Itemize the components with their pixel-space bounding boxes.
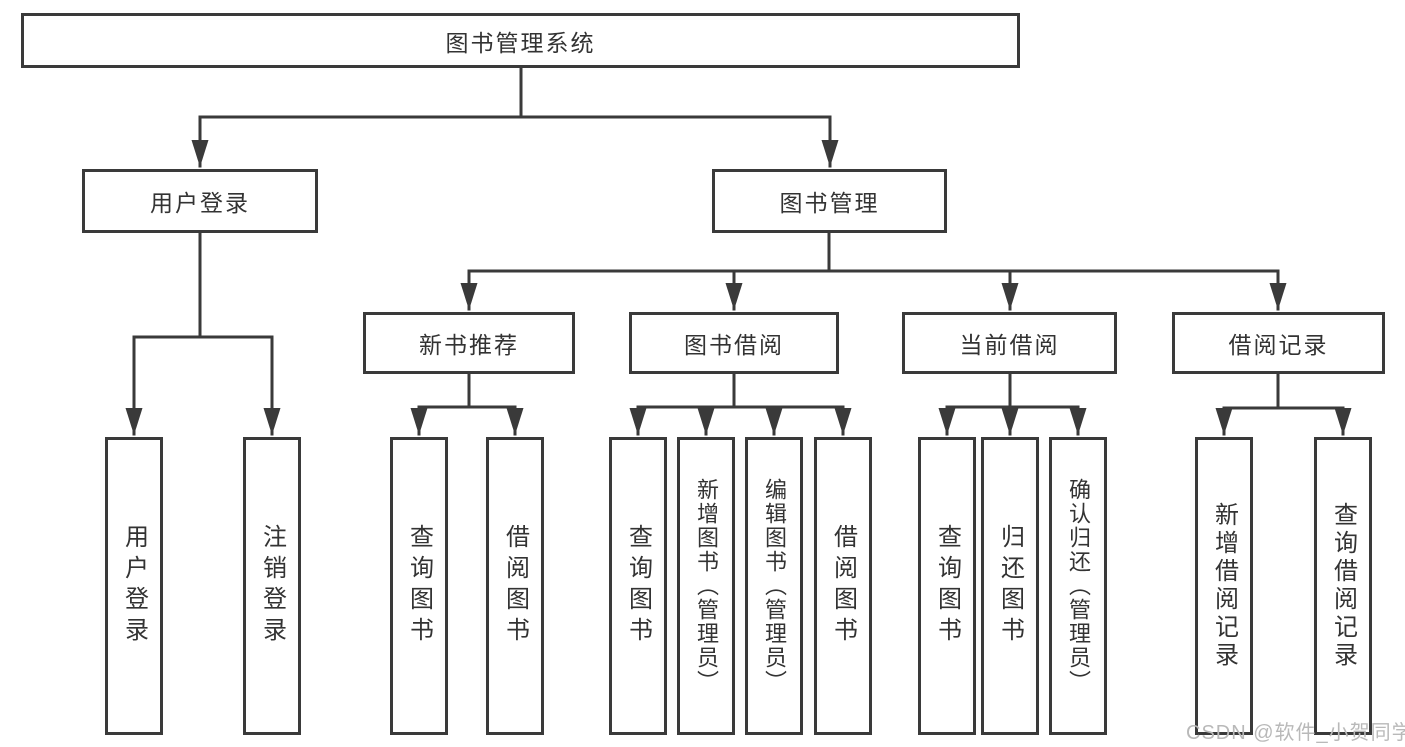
- leaf-borrow-books-recommend: 借阅图书: [486, 437, 544, 735]
- node-root-library-system: 图书管理系统: [21, 13, 1020, 68]
- leaf-add-borrow-record: 新增借阅记录: [1195, 437, 1253, 735]
- csdn-watermark: CSDN @软件_小贺同学: [1186, 722, 1405, 744]
- leaf-edit-books-admin: 编辑图书（管理员）: [745, 437, 803, 735]
- leaf-user-login: 用户登录: [105, 437, 163, 735]
- leaf-query-borrow-record: 查询借阅记录: [1314, 437, 1372, 735]
- node-book-borrowing: 图书借阅: [629, 312, 839, 374]
- node-book-management: 图书管理: [712, 169, 947, 233]
- leaf-query-books-current: 查询图书: [918, 437, 976, 735]
- leaf-borrow-books: 借阅图书: [814, 437, 872, 735]
- node-borrowing-records: 借阅记录: [1172, 312, 1385, 374]
- leaf-add-books-admin: 新增图书（管理员）: [677, 437, 735, 735]
- node-new-book-recommend: 新书推荐: [363, 312, 575, 374]
- leaf-confirm-return-admin: 确认归还（管理员）: [1049, 437, 1107, 735]
- node-user-login: 用户登录: [82, 169, 318, 233]
- leaf-logout: 注销登录: [243, 437, 301, 735]
- leaf-query-books-borrowing: 查询图书: [609, 437, 667, 735]
- node-current-borrowing: 当前借阅: [902, 312, 1117, 374]
- leaf-return-books: 归还图书: [981, 437, 1039, 735]
- leaf-query-books-recommend: 查询图书: [390, 437, 448, 735]
